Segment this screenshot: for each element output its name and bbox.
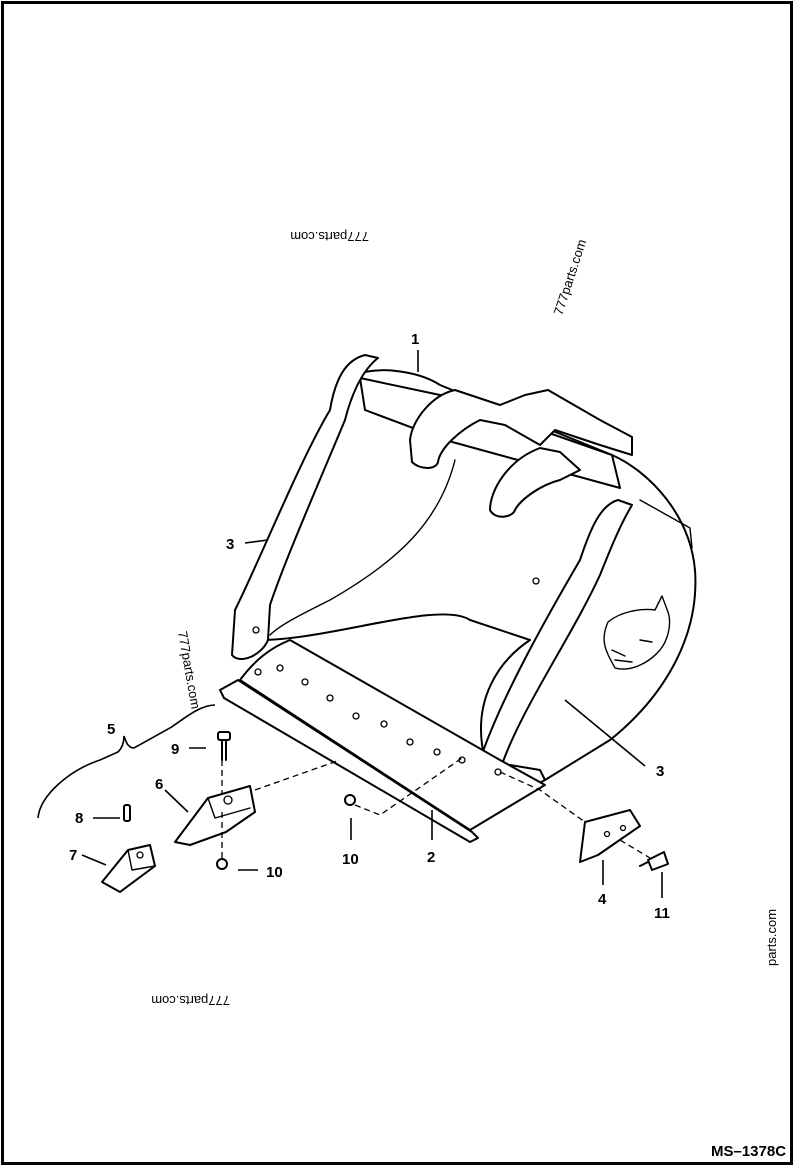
- callout-4: 4: [598, 891, 607, 908]
- side-cutter-part: [579, 809, 641, 863]
- watermark-edge: parts.com: [764, 909, 779, 966]
- callout-3-left: 3: [226, 536, 234, 553]
- tooth-assembly: [101, 731, 256, 893]
- side-cutter-bolt: [639, 851, 669, 871]
- bucket-assembly: [219, 354, 697, 843]
- watermark-diagonal: 777parts.com: [551, 237, 590, 317]
- callout-10-right: 10: [342, 851, 359, 868]
- nut-part: [344, 794, 356, 806]
- group-bracket: [37, 704, 216, 819]
- callout-8: 8: [75, 810, 83, 827]
- watermark-top: 777parts.com: [290, 229, 369, 244]
- callout-10-left: 10: [266, 864, 283, 881]
- bull-logo-icon: [603, 595, 671, 670]
- callout-3-right: 3: [656, 763, 664, 780]
- callout-5: 5: [107, 721, 115, 738]
- callout-9: 9: [171, 741, 179, 758]
- callout-11: 11: [654, 905, 670, 922]
- watermark-left: 777parts.com: [175, 630, 203, 710]
- callout-2: 2: [427, 849, 435, 866]
- watermark-bottom: 777parts.com: [151, 993, 230, 1008]
- callout-6: 6: [155, 776, 163, 793]
- callout-7: 7: [69, 847, 77, 864]
- document-id: MS–1378C: [711, 1143, 786, 1160]
- callout-1: 1: [411, 331, 419, 348]
